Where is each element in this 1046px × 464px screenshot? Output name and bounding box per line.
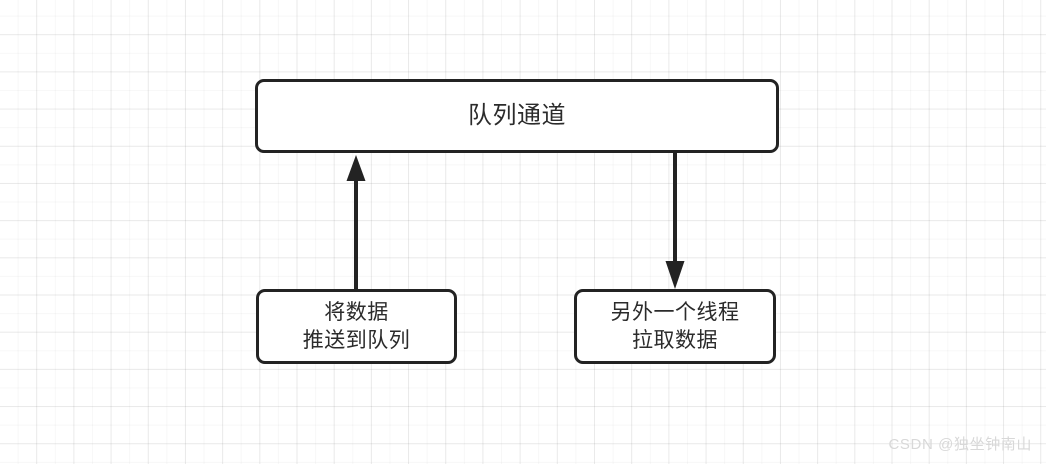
node-pull-data-label: 另外一个线程 拉取数据: [610, 301, 740, 352]
node-pull-data[interactable]: 另外一个线程 拉取数据: [574, 289, 776, 364]
node-queue-channel-label: 队列通道: [468, 102, 566, 130]
node-push-data-label: 将数据 推送到队列: [302, 301, 411, 352]
arrowhead-up-icon: [346, 155, 366, 181]
node-push-data[interactable]: 将数据 推送到队列: [256, 289, 457, 364]
edge-queue-channel-to-pull-data: [658, 150, 692, 292]
node-queue-channel[interactable]: 队列通道: [255, 79, 779, 153]
edge-push-data-to-queue-channel: [340, 150, 374, 292]
watermark: CSDN @独坐钟南山: [888, 436, 1032, 453]
arrowhead-down-icon: [665, 261, 685, 289]
